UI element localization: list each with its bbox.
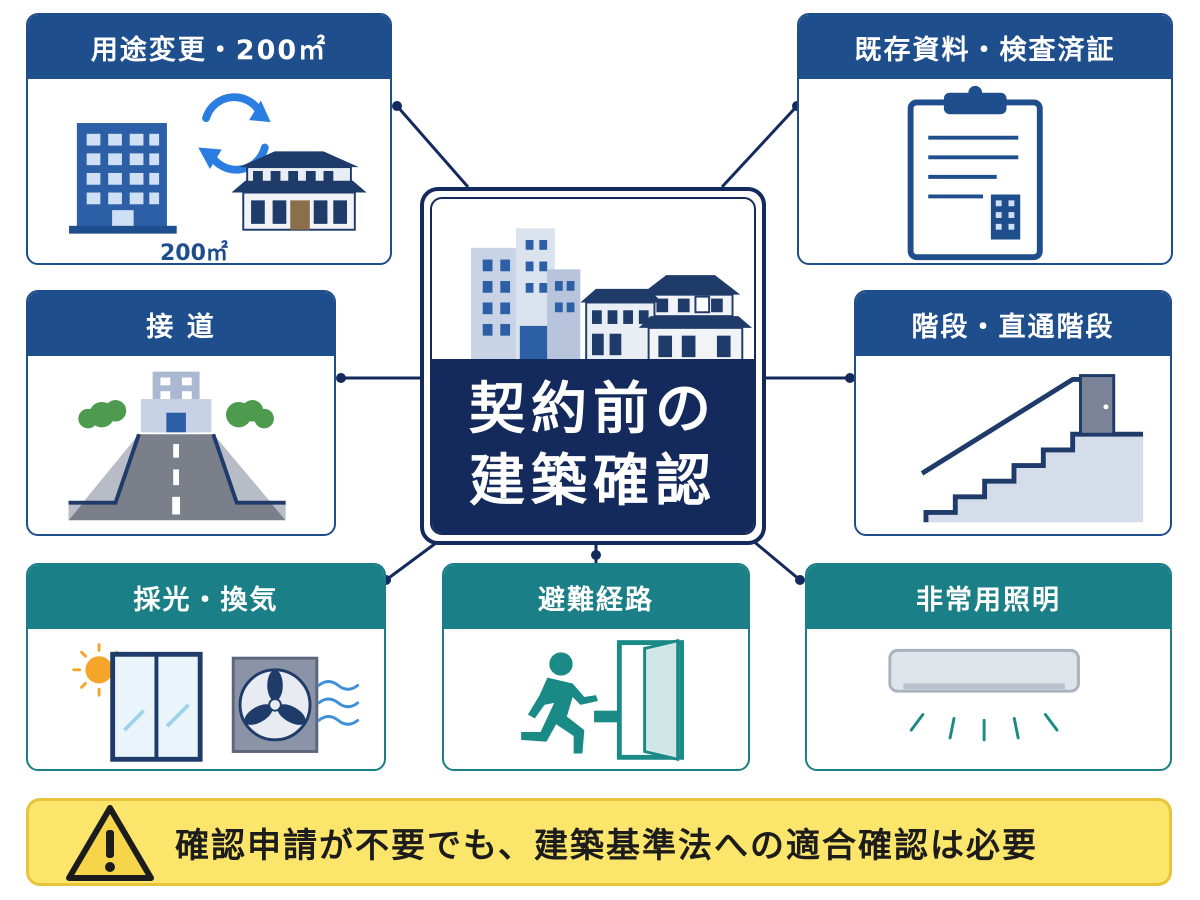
center-title-line2: 建築確認 [469, 449, 717, 514]
light-rays-icon [909, 713, 1059, 742]
emergency-lighting-illustration [888, 648, 1080, 742]
running-person-icon [521, 652, 598, 754]
center-panel: 契約前の 建築確認 [420, 187, 766, 545]
center-buildings-illustration [471, 228, 753, 364]
building-icon [140, 371, 212, 433]
road-illustration [68, 371, 286, 521]
area-label: 200㎡ [160, 241, 228, 265]
use-change-illustration [69, 93, 367, 234]
warning-text: 確認申請が不要でも、建築基準法への適合確認は必要 [175, 825, 1038, 866]
building-icon [69, 123, 177, 234]
light-ventilation-illustration [72, 643, 360, 762]
japanese-house-icon [231, 151, 367, 231]
card-title: 階段・直通階段 [856, 292, 1170, 356]
clipboard-icon [907, 85, 1043, 261]
stairs-illustration [920, 374, 1144, 523]
card-title: 避難経路 [444, 565, 748, 629]
card-title: 採光・換気 [28, 565, 384, 629]
card-title: 接 道 [28, 292, 334, 356]
card-evacuation-route: 避難経路 [442, 563, 750, 771]
card-use-change: 用途変更・200㎡ [26, 13, 392, 265]
clipboard-illustration [907, 85, 1043, 261]
card-existing-documents: 既存資料・検査済証 [797, 13, 1173, 265]
door-icon [616, 638, 684, 762]
card-light-ventilation: 採光・換気 [26, 563, 386, 771]
center-title: 契約前の 建築確認 [432, 359, 754, 533]
warning-icon [66, 805, 154, 881]
center-title-line1: 契約前の [469, 377, 717, 442]
window-icon [110, 651, 203, 762]
card-stairs: 階段・直通階段 [854, 290, 1172, 536]
emergency-light-icon [888, 648, 1080, 693]
building-icon [471, 228, 581, 363]
tree-icon [78, 400, 274, 429]
card-road-access: 接 道 [26, 290, 336, 536]
sun-icon [72, 643, 126, 697]
evacuation-illustration [521, 638, 684, 762]
japanese-house-icon [580, 275, 753, 364]
door-icon [1079, 374, 1116, 436]
card-emergency-lighting: 非常用照明 [805, 563, 1172, 771]
airflow-icon [317, 680, 360, 726]
card-title: 用途変更・200㎡ [28, 15, 390, 79]
card-title: 非常用照明 [807, 565, 1170, 629]
road-icon [68, 433, 286, 521]
rotate-arrows-icon [202, 93, 269, 174]
card-title: 既存資料・検査済証 [799, 15, 1171, 79]
ventilation-fan-icon [231, 656, 319, 753]
warning-banner: 確認申請が不要でも、建築基準法への適合確認は必要 [26, 798, 1172, 886]
